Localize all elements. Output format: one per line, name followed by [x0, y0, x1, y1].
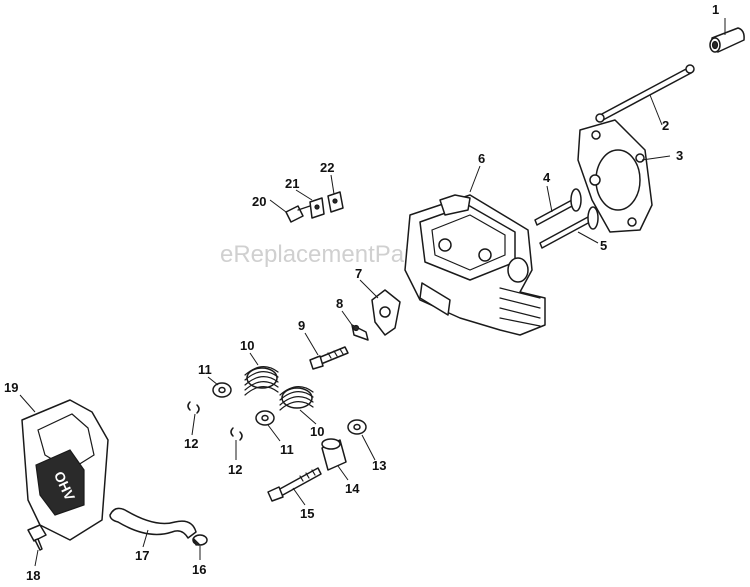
leader-lines	[19, 18, 726, 567]
leader-14	[337, 465, 349, 481]
callout-10a: 10	[240, 338, 254, 353]
part-10-valve-spring-lower	[279, 386, 314, 411]
leader-11a	[207, 376, 219, 386]
callout-11a: 11	[198, 362, 212, 377]
leader-13	[361, 434, 376, 461]
leader-22	[330, 174, 335, 195]
callout-13: 13	[372, 458, 386, 473]
leader-15	[292, 487, 306, 506]
callout-15: 15	[300, 506, 314, 521]
leader-4	[546, 185, 553, 213]
part-12-keepers-upper	[187, 401, 200, 414]
callout-11b: 11	[280, 442, 294, 457]
part-10-valve-spring-upper	[244, 366, 279, 396]
leader-21	[295, 189, 313, 201]
part-11-retainer-upper	[212, 382, 232, 398]
leader-7	[359, 279, 379, 299]
leader-10a	[249, 352, 259, 366]
leader-12a	[191, 413, 196, 436]
leader-3	[641, 155, 671, 161]
part-16-hose-clamp	[192, 534, 208, 546]
callout-20: 20	[252, 194, 266, 209]
callout-8: 8	[336, 296, 343, 311]
part-8-rocker-stud	[351, 324, 369, 341]
callout-18: 18	[26, 568, 40, 583]
leader-6	[469, 165, 481, 193]
leader-2	[649, 94, 663, 126]
callout-2: 2	[662, 118, 669, 133]
callout-16: 16	[192, 562, 206, 577]
callout-labels: 1 2 3 4 5 6 7 8 9 10 10 11 11 12 12 13 1…	[4, 2, 719, 583]
leader-11b	[267, 424, 281, 442]
callout-12a: 12	[184, 436, 198, 451]
part-18-valve-cover-screw	[27, 524, 47, 551]
callout-7: 7	[355, 266, 362, 281]
leader-9	[304, 332, 319, 356]
callout-10b: 10	[310, 424, 324, 439]
part-21-bracket	[309, 197, 325, 219]
part-3-head-gasket	[577, 119, 653, 233]
callout-3: 3	[676, 148, 683, 163]
part-14-spacer	[321, 438, 347, 471]
part-20-screw	[285, 205, 311, 223]
part-12-keepers-lower	[230, 427, 243, 441]
leader-19	[19, 394, 36, 413]
callout-5: 5	[600, 238, 607, 253]
part-11-retainer-lower	[255, 410, 275, 426]
callout-14: 14	[345, 481, 360, 496]
callout-19: 19	[4, 380, 18, 395]
callout-9: 9	[298, 318, 305, 333]
part-6-cylinder-head	[404, 194, 546, 336]
leader-20	[269, 199, 287, 213]
part-7-rocker-arm	[371, 289, 401, 336]
part-15-head-bolt	[267, 467, 322, 502]
leader-8	[341, 310, 353, 326]
leader-18	[34, 549, 39, 567]
callout-22: 22	[320, 160, 334, 175]
callout-4: 4	[543, 170, 551, 185]
callout-21: 21	[285, 176, 299, 191]
part-19-valve-cover: OHV	[21, 399, 109, 541]
leader-10b	[299, 409, 317, 425]
callout-6: 6	[478, 151, 485, 166]
part-4-intake-valve	[534, 188, 582, 226]
part-13-washer	[347, 419, 367, 435]
part-22-clip	[327, 191, 344, 213]
callout-12b: 12	[228, 462, 242, 477]
part-9-rocker-bolt	[309, 346, 349, 370]
part-17-breather-hose	[109, 507, 197, 539]
part-5-exhaust-valve	[539, 206, 599, 249]
part-1-push-rod-cap	[709, 27, 745, 53]
leader-17	[142, 529, 149, 548]
leader-5	[577, 231, 599, 244]
part-2-push-rod	[595, 64, 695, 123]
callout-1: 1	[712, 2, 719, 17]
callout-17: 17	[135, 548, 149, 563]
